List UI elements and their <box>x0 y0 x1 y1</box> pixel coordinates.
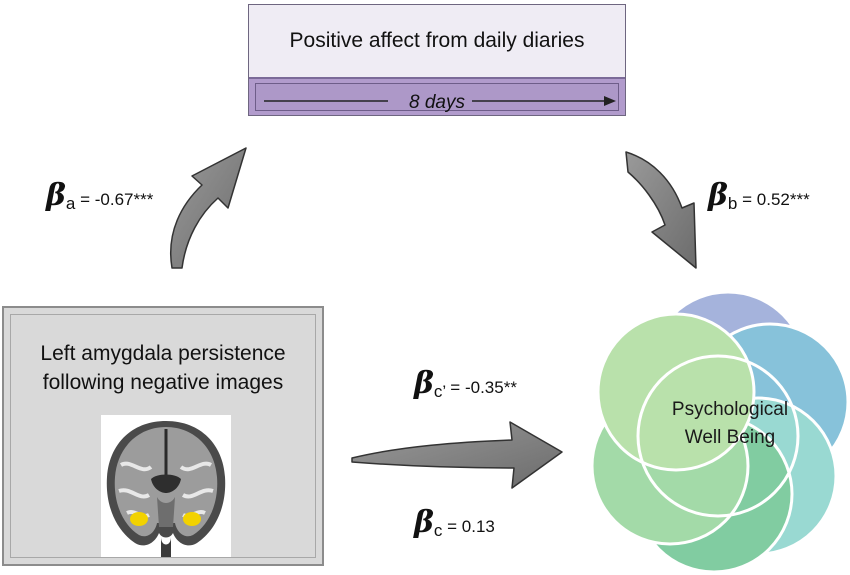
predictor-box-inner: Left amygdala persistence following nega… <box>10 314 316 558</box>
path-a-coefficient: βa = -0.67*** <box>46 178 153 213</box>
predictor-label-line1: Left amygdala persistence <box>40 342 286 365</box>
path-c-prime-subscript: c’ <box>433 382 446 401</box>
left-amygdala-highlight <box>130 512 148 526</box>
beta-symbol: β <box>46 178 66 213</box>
right-amygdala-highlight <box>183 512 201 526</box>
duration-band: 8 days <box>249 77 625 115</box>
path-a-arrow <box>170 147 247 269</box>
beta-symbol: β <box>708 178 728 213</box>
predictor-box: Left amygdala persistence following nega… <box>2 306 324 566</box>
path-b-value: = 0.52*** <box>737 190 810 209</box>
path-a-value: = -0.67*** <box>75 190 154 209</box>
duration-label: 8 days <box>409 92 465 113</box>
amygdala-brain-image <box>101 415 231 557</box>
mediator-title: Positive affect from daily diaries <box>249 5 625 77</box>
path-b-arrow <box>625 151 697 269</box>
duration-arrow <box>264 96 616 106</box>
path-b-coefficient: βb = 0.52*** <box>708 178 810 213</box>
path-b-subscript: b <box>727 194 738 213</box>
path-c-value: = 0.13 <box>442 517 495 536</box>
predictor-label: Left amygdala persistence following nega… <box>11 339 315 397</box>
outcome-label-line1: Psychological <box>671 399 789 420</box>
outcome-label: Psychological Well Being <box>630 396 830 452</box>
path-c-prime-coefficient: βc’ = -0.35** <box>414 366 517 401</box>
path-c-subscript: c <box>433 521 443 540</box>
beta-symbol: β <box>414 505 434 540</box>
path-a-subscript: a <box>65 194 76 213</box>
well-being-circles <box>590 290 850 574</box>
outcome-label-line2: Well Being <box>684 427 776 448</box>
path-c-prime-value: = -0.35** <box>445 378 517 397</box>
duration-band-inner: 8 days <box>255 83 619 113</box>
path-c-coefficient: βc = 0.13 <box>414 505 495 540</box>
path-c-arrow <box>351 421 563 489</box>
mediator-box: Positive affect from daily diaries 8 day… <box>248 4 626 116</box>
beta-symbol: β <box>414 366 434 401</box>
predictor-label-line2: following negative images <box>42 371 284 394</box>
